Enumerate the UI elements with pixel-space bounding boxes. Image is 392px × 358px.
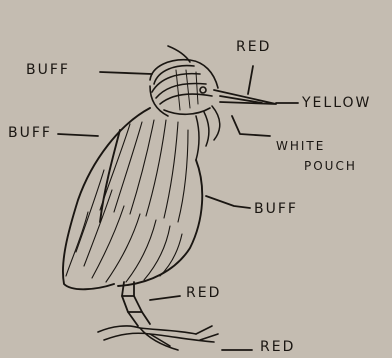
bird-feet bbox=[98, 326, 218, 350]
label-leg: RED bbox=[186, 286, 221, 300]
label-crown: BUFF bbox=[26, 63, 70, 77]
leader-throat bbox=[232, 116, 270, 136]
leader-back bbox=[58, 134, 98, 136]
label-bill: YELLOW bbox=[302, 96, 371, 110]
leader-crown bbox=[100, 72, 152, 74]
bird-neck bbox=[196, 106, 220, 160]
label-wing: BUFF bbox=[254, 202, 298, 216]
label-foot: RED bbox=[260, 340, 295, 354]
label-back: BUFF bbox=[8, 126, 52, 140]
bird-legs bbox=[122, 282, 150, 326]
label-throat-line2: POUCH bbox=[304, 160, 357, 172]
label-throat-line1: WHITE bbox=[276, 140, 325, 152]
bird-head bbox=[150, 46, 218, 116]
label-bill-tip: RED bbox=[236, 40, 271, 54]
leader-bill-tip bbox=[248, 66, 253, 94]
bird-bill bbox=[214, 90, 276, 104]
leader-wing bbox=[206, 196, 250, 208]
leader-leg bbox=[150, 296, 180, 300]
wing-feathers bbox=[66, 120, 188, 282]
